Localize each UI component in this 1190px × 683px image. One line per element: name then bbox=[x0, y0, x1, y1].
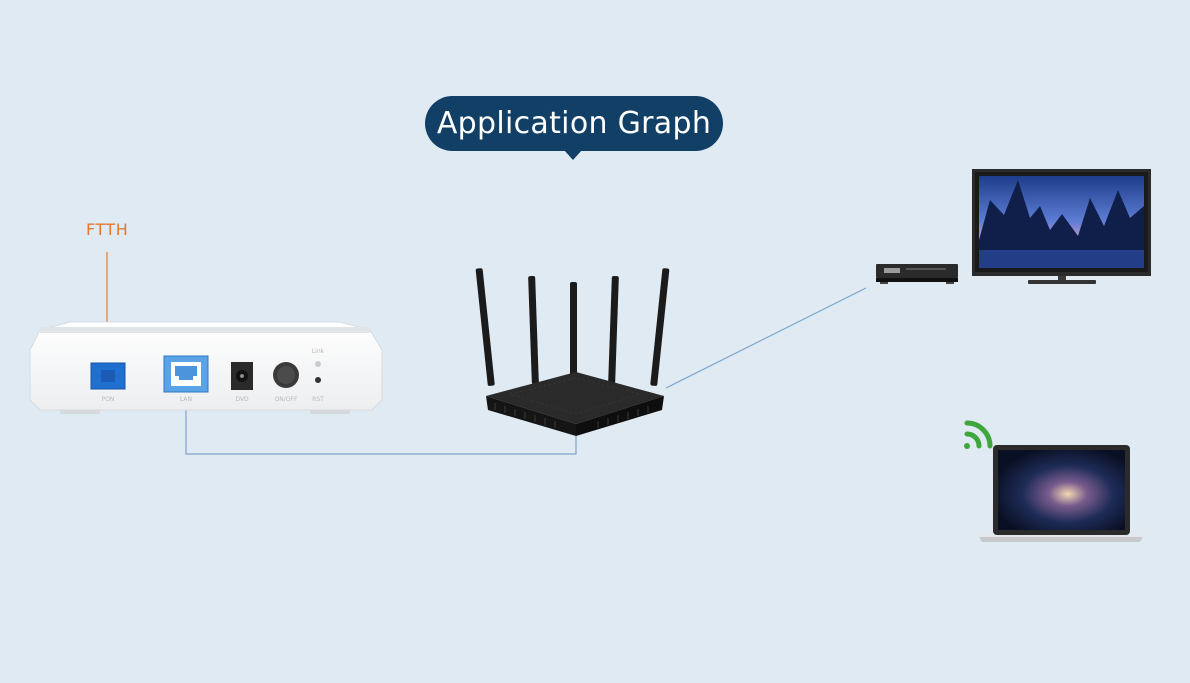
router-stb-cable bbox=[665, 287, 867, 389]
reset-port-label: RST bbox=[312, 396, 324, 403]
onu-device bbox=[29, 321, 383, 414]
dc-port-label: DVD bbox=[235, 396, 249, 403]
pon-port-label: PON bbox=[101, 396, 115, 403]
diagram-title: Application Graph bbox=[436, 106, 712, 141]
power-port-label: ON/OFF bbox=[274, 396, 298, 403]
wifi-router bbox=[475, 268, 670, 436]
set-top-box bbox=[876, 264, 958, 284]
wifi-signal-icon bbox=[964, 420, 993, 449]
lan-cable bbox=[185, 394, 577, 455]
television bbox=[972, 169, 1151, 284]
link-led bbox=[315, 361, 321, 367]
reset-hole bbox=[315, 377, 321, 383]
lan-port-label: LAN bbox=[179, 396, 193, 403]
title-bubble: Application Graph bbox=[425, 96, 723, 160]
laptop bbox=[978, 445, 1144, 542]
link-led-label: Link bbox=[311, 348, 325, 355]
ftth-label: FTTH bbox=[86, 220, 129, 239]
